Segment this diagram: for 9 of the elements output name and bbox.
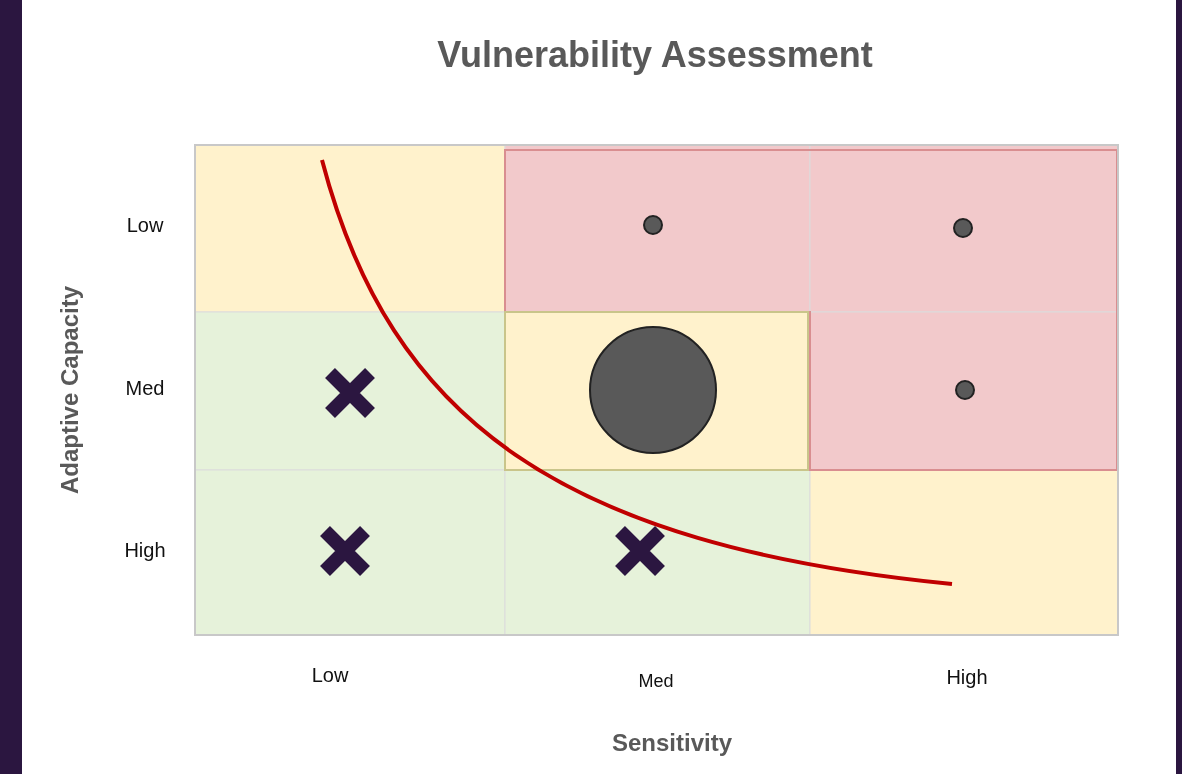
chart-title: Vulnerability Assessment [437,34,873,76]
tick-label: Low [311,663,349,687]
tick-label: High [946,665,988,689]
tick-label: Med [638,670,674,692]
tick-label: Low [126,213,164,237]
tick-label: High [124,538,166,562]
axis-title: Sensitivity [612,729,732,757]
tick-label: Med [125,376,165,400]
axis-title: Adaptive Capacity [56,285,84,495]
